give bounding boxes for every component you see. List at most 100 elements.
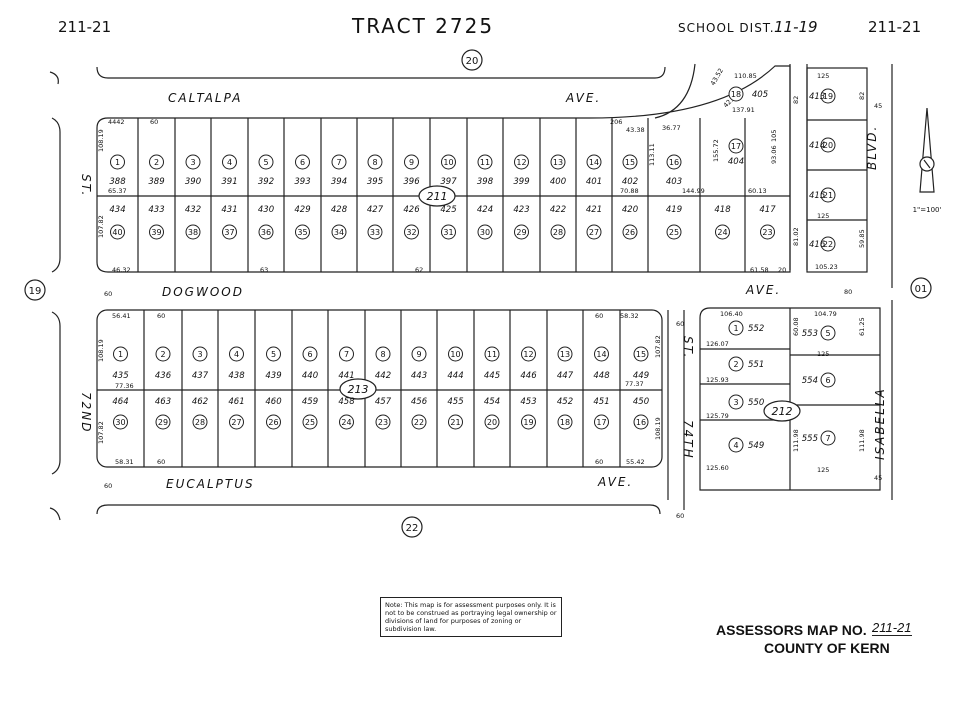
dimension-label: 113.11: [648, 143, 656, 166]
street-dogwood: DOGWOOD: [162, 285, 244, 299]
school-district-label: SCHOOL DIST.: [678, 21, 775, 35]
block-211-lot-16-number: 16: [669, 158, 679, 167]
block-213-lot-30-number-circle: [113, 414, 128, 430]
block-211-lot-26-number: 26: [625, 228, 635, 237]
block-212-lot-6-apn: 554: [802, 376, 818, 386]
block-211-lot-35-apn: 429: [294, 205, 310, 215]
block-211-lot-4-number: 4: [227, 158, 232, 167]
block-211-lot-14-number-circle: [586, 154, 602, 170]
dimension-label: 108.19: [654, 417, 662, 440]
block-211-lot-25-apn: 419: [666, 205, 682, 215]
block-211-lot-30-number-circle: [477, 224, 493, 240]
block-212-lot-4-apn: 549: [748, 441, 764, 451]
block-211-lot-29-apn: 423: [513, 205, 529, 215]
block-213-lot-4-number-circle: [229, 346, 244, 362]
north-arrow-icon: [919, 107, 935, 193]
block-211-lot-32-apn: 426: [403, 205, 420, 215]
street-edge: [96, 504, 661, 515]
block-213-lot-17-number-circle: [594, 414, 609, 430]
dimension-label: 56.41: [112, 312, 131, 320]
block-213-lot-3-apn: 437: [192, 371, 209, 381]
block-213-lot-12-number-circle: [521, 346, 536, 362]
block-211-lot-1-number-circle: [110, 154, 125, 170]
block-213-lot-26-number: 26: [268, 418, 278, 427]
block-213-lot-25-apn: 459: [302, 397, 318, 407]
block-211-lot-12-apn: 399: [513, 177, 529, 187]
block-211-lot-14-number: 14: [589, 158, 599, 167]
block-213-lot-19-number-circle: [521, 414, 536, 430]
block-211-lot-3-number: 3: [190, 158, 195, 167]
page-number-left: 211-21: [58, 18, 112, 36]
street-edge: [51, 311, 61, 475]
block-211-lot-10-number-circle: [441, 154, 456, 170]
dimension-label: 137.91: [732, 106, 755, 114]
assessors-map-number: 211-21: [872, 620, 912, 636]
block-213-lot-27-apn: 461: [228, 397, 244, 407]
block-213-lot-14-number-circle: [594, 346, 609, 362]
block-211-lot-22-number-circle: [820, 236, 836, 252]
block-211-lot-38-number: 38: [188, 228, 198, 237]
block-212-lot-3-number-circle: [728, 394, 744, 410]
block-213-lot-26-number-circle: [266, 414, 281, 430]
block-213-lot-5-number: 5: [271, 350, 276, 359]
block-212-outline: [699, 307, 881, 491]
block-211-lot-12-number: 12: [516, 158, 526, 167]
block-212-lot-7-number-circle: [820, 430, 836, 446]
block-211-lot-20-number-circle: [820, 137, 836, 153]
map-ref-right: [910, 277, 932, 299]
block-213-lot-9-number: 9: [416, 350, 421, 359]
block-213-lot-14-number: 14: [596, 350, 606, 359]
dimension-label: 155.72: [712, 139, 720, 162]
block-211-lot-24-number-circle: [715, 224, 730, 240]
block-211-lot-32-number: 32: [406, 228, 416, 237]
block-211-lot-17-number: 17: [731, 142, 741, 151]
block-213-lot-30-number: 30: [115, 418, 125, 427]
block-213-lot-19-apn: 453: [520, 397, 536, 407]
block-213-lot-7-number-circle: [339, 346, 354, 362]
block-211-lot-34-number: 34: [334, 228, 344, 237]
block-211-lot-19-apn: 413: [809, 92, 825, 102]
block-211-lot-30-apn: 424: [477, 205, 493, 215]
block-211-lot-18-number-circle: [728, 86, 744, 102]
block-213-lot-21-number-circle: [448, 414, 463, 430]
dimension-label: 36.77: [662, 124, 681, 132]
block-213-lot-12-number: 12: [523, 350, 533, 359]
block-211-lot-29-number-circle: [514, 224, 529, 240]
block-211-lot-9-number-circle: [404, 154, 419, 170]
block-213-lot-11-apn: 445: [484, 371, 500, 381]
block-211-lot-25-number: 25: [669, 228, 679, 237]
block-213-lot-11-number: 11: [487, 350, 497, 359]
block-211-lot-22-number: 22: [823, 240, 833, 249]
block-211-lot-33-number: 33: [370, 228, 380, 237]
dimension-label: 59.85: [858, 229, 866, 248]
street-edge: [49, 507, 61, 521]
block-213-lot-24-number: 24: [341, 418, 351, 427]
block-212-lot-5-number-circle: [820, 325, 836, 341]
block-211-lot-23-apn: 417: [759, 205, 776, 215]
block-211-lot-11-number-circle: [477, 154, 493, 170]
block-213-lot-1-number-circle: [113, 346, 128, 362]
dimension-label: 60: [104, 290, 112, 298]
block-213-lot-8-apn: 442: [375, 371, 391, 381]
block-211-lot-5-number-circle: [258, 154, 274, 170]
block-211-lot-32-number-circle: [404, 224, 419, 240]
block-213-lot-2-number: 2: [160, 350, 165, 359]
block-213-lot-30-apn: 464: [112, 397, 128, 407]
block-213-lot-29-number: 29: [158, 418, 168, 427]
dimension-label: 93.06: [770, 145, 778, 164]
block-213-lot-10-apn: 444: [447, 371, 463, 381]
block-211-lot-37-number: 37: [224, 228, 234, 237]
block-213-label: 213: [348, 383, 369, 396]
dimension-label: 111.98: [858, 429, 866, 452]
street-72nd-st-top: ST.: [79, 174, 93, 197]
block-211-lot-39-number-circle: [149, 224, 164, 240]
dimension-label: 108.19: [97, 339, 105, 362]
block-211-lot-17-apn: 404: [728, 157, 744, 167]
block-211-lot-5-apn: 392: [258, 177, 274, 187]
block-213-lot-17-number: 17: [596, 418, 606, 427]
block-212-lot-4-number-circle: [728, 437, 744, 453]
dimension-label: 107.82: [654, 335, 662, 358]
dimension-label: 43.52: [709, 67, 725, 87]
block-211-lot-18-apn: 405: [752, 90, 768, 100]
